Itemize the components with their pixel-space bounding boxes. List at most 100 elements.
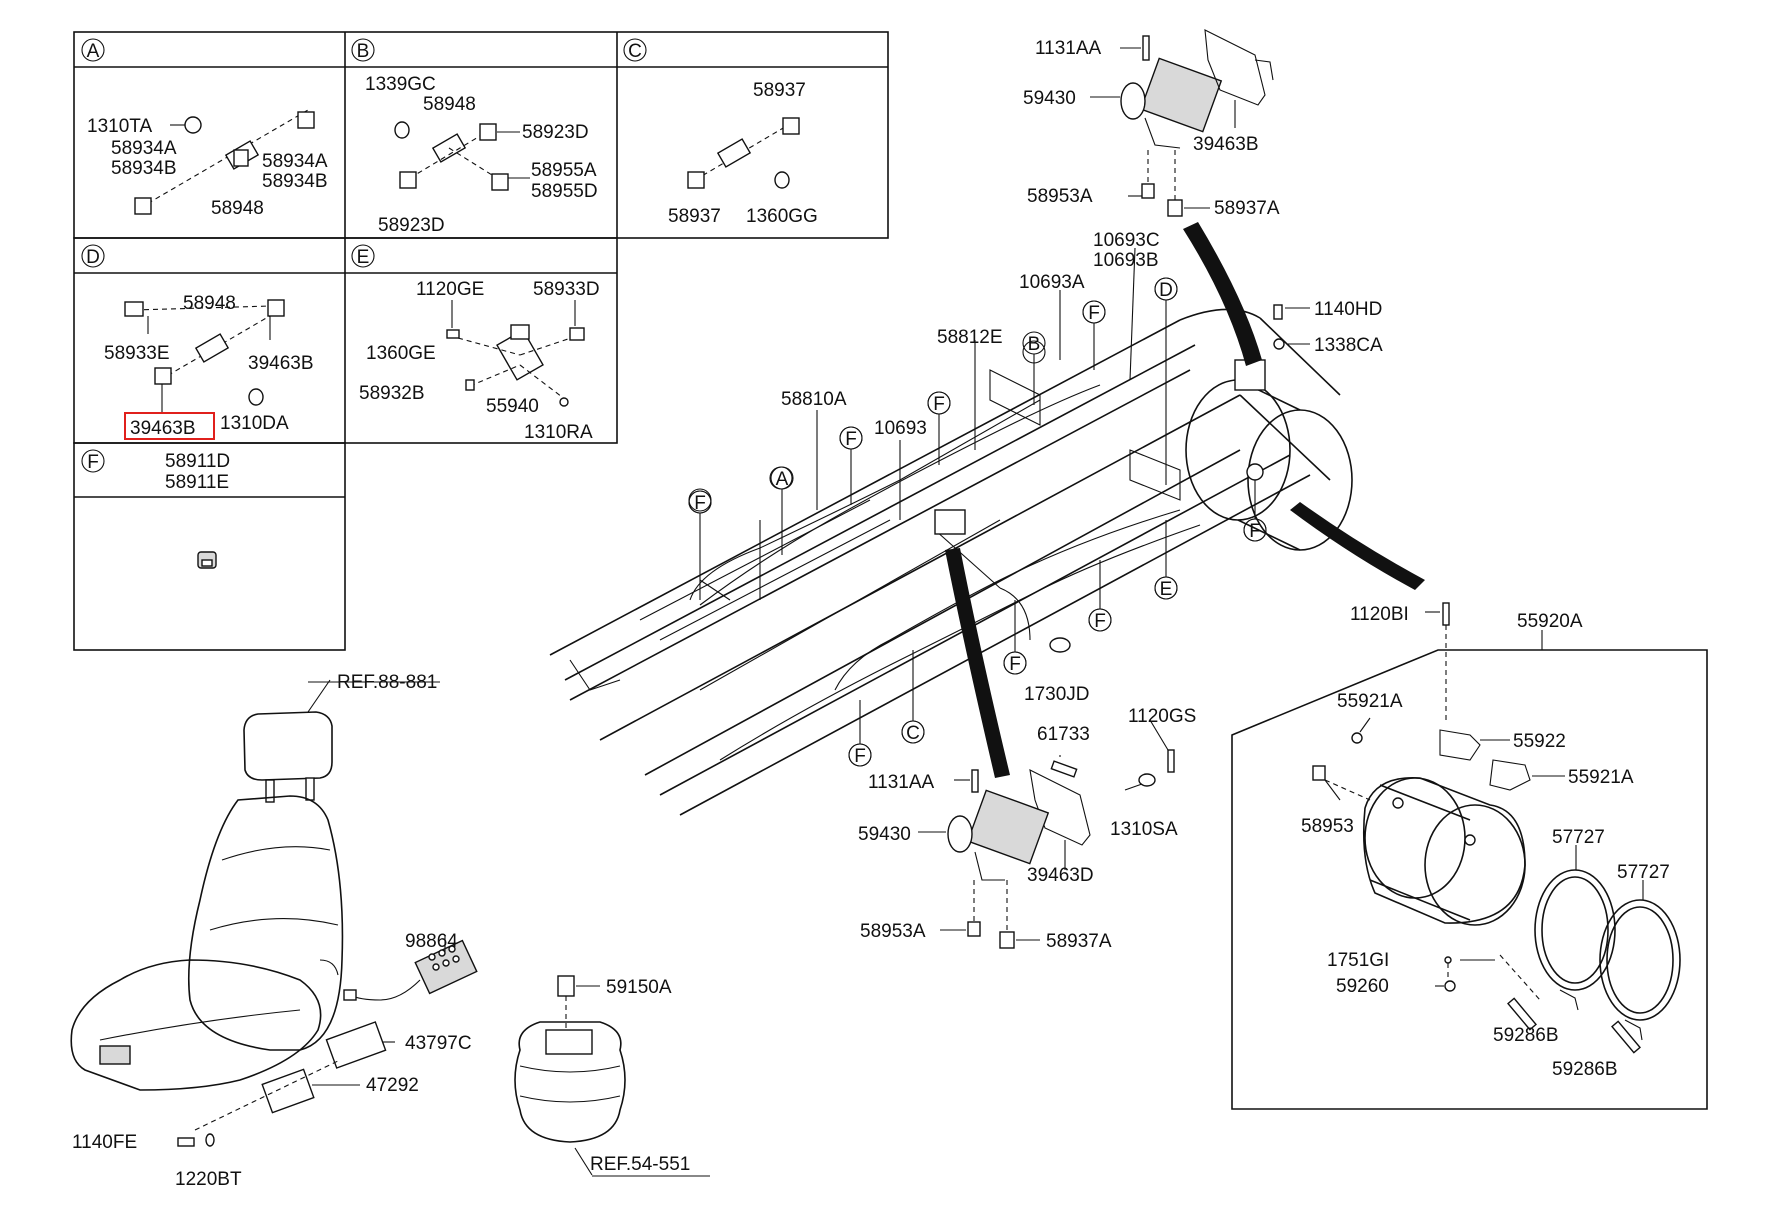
callout-c[interactable]: C [901, 720, 925, 744]
part-label[interactable]: 1310RA [524, 422, 593, 443]
svg-text:E: E [357, 247, 370, 268]
section-label-d[interactable]: D [81, 244, 105, 268]
part-label[interactable]: 1120BI [1350, 604, 1409, 625]
part-label[interactable]: 58923D [378, 215, 445, 236]
part-label[interactable]: 1131AA [868, 772, 935, 793]
part-label[interactable]: 55940 [486, 396, 539, 417]
callout-f[interactable]: F [848, 743, 872, 767]
part-label[interactable]: 58953 [1301, 816, 1354, 837]
bolt-icon [1273, 304, 1283, 320]
part-label[interactable]: 10693C [1093, 230, 1160, 251]
part-label[interactable]: 47292 [366, 1075, 419, 1096]
part-label[interactable]: 1310SA [1110, 819, 1178, 840]
callout-f[interactable]: F [839, 426, 863, 450]
part-label[interactable]: 98864 [405, 931, 458, 952]
chassis-frame-drawing [549, 308, 1353, 816]
part-label[interactable]: 58934B [111, 158, 177, 179]
part-label[interactable]: 58810A [781, 389, 847, 410]
part-label[interactable]: 55921A [1337, 691, 1403, 712]
part-label[interactable]: 58934A [111, 138, 177, 159]
callout-f[interactable]: F [1088, 608, 1112, 632]
part-label[interactable]: 1360GE [366, 343, 436, 364]
part-label[interactable]: 10693A [1019, 272, 1085, 293]
grommet-icon [197, 551, 217, 569]
part-label[interactable]: 57727 [1617, 862, 1670, 883]
part-label[interactable]: 59430 [1023, 88, 1076, 109]
part-label[interactable]: 1140HD [1314, 299, 1382, 320]
part-label[interactable]: 58932B [359, 383, 425, 404]
part-label[interactable]: 58812E [937, 327, 1003, 348]
part-label[interactable]: 55922 [1513, 731, 1566, 752]
part-label[interactable]: 58911D [165, 451, 230, 472]
part-label[interactable]: 58937A [1046, 931, 1112, 952]
part-label[interactable]: 1120GS [1128, 706, 1196, 727]
callout-f[interactable]: F [688, 490, 712, 514]
part-label[interactable]: 58948 [183, 293, 236, 314]
callout-e[interactable]: E [1154, 576, 1178, 600]
part-label[interactable]: 1338CA [1314, 335, 1383, 356]
part-label[interactable]: 59150A [606, 977, 672, 998]
part-label[interactable]: 59286B [1493, 1025, 1559, 1046]
callout-f[interactable]: F [927, 391, 951, 415]
part-label[interactable]: 59260 [1336, 976, 1389, 997]
part-label[interactable]: 55921A [1568, 767, 1634, 788]
svg-text:A: A [776, 469, 789, 490]
part-label[interactable]: 58937 [668, 206, 721, 227]
part-label[interactable]: 1140FE [72, 1132, 137, 1153]
part-label[interactable]: 39463B [1193, 134, 1259, 155]
part-label[interactable]: 57727 [1552, 827, 1605, 848]
part-label[interactable]: 43797C [405, 1033, 472, 1054]
part-label[interactable]: 58933E [104, 343, 170, 364]
svg-text:C: C [906, 723, 920, 744]
part-label[interactable]: 1131AA [1035, 38, 1102, 59]
part-label[interactable]: 58948 [211, 198, 264, 219]
part-label[interactable]: 58955D [531, 181, 598, 202]
ref-label[interactable]: REF.88-881 [337, 672, 437, 693]
part-label[interactable]: 58934B [262, 171, 328, 192]
part-label[interactable]: 39463B [248, 353, 314, 374]
section-label-f[interactable]: F [81, 449, 105, 473]
callout-f[interactable]: F [1082, 300, 1106, 324]
part-label[interactable]: 1310TA [87, 116, 152, 137]
part-label[interactable]: 1751GI [1327, 950, 1389, 971]
ref-label[interactable]: REF.54-551 [590, 1154, 690, 1175]
part-label[interactable]: 59286B [1552, 1059, 1618, 1080]
part-label[interactable]: 58933D [533, 279, 600, 300]
svg-text:F: F [87, 452, 99, 473]
section-label-e[interactable]: E [351, 244, 375, 268]
part-label[interactable]: 1339GC [365, 74, 436, 95]
callout-d[interactable]: D [1154, 277, 1178, 301]
part-label[interactable]: 59430 [858, 824, 911, 845]
section-label-b[interactable]: B [351, 38, 375, 62]
svg-text:D: D [86, 247, 100, 268]
part-label[interactable]: 1730JD [1024, 684, 1090, 705]
part-label[interactable]: 58937A [1214, 198, 1280, 219]
part-label[interactable]: 39463D [1027, 865, 1094, 886]
section-label-a[interactable]: A [81, 38, 105, 62]
air-spring-drawing [514, 975, 626, 1176]
section-d-drawing [124, 299, 285, 412]
part-label[interactable]: 58948 [423, 94, 476, 115]
part-label[interactable]: 58911E [165, 472, 229, 493]
part-label[interactable]: 10693 [874, 418, 927, 439]
part-label[interactable]: 1120GE [416, 279, 484, 300]
svg-text:C: C [628, 41, 642, 62]
part-label[interactable]: 58953A [1027, 186, 1093, 207]
part-label[interactable]: 1360GG [746, 206, 818, 227]
part-label[interactable]: 10693B [1093, 250, 1159, 271]
part-label[interactable]: 58937 [753, 80, 806, 101]
part-label[interactable]: 58934A [262, 151, 328, 172]
part-label[interactable]: 58923D [522, 122, 589, 143]
section-label-c[interactable]: C [623, 38, 647, 62]
callout-f[interactable]: F [1243, 518, 1267, 542]
part-label[interactable]: 55920A [1517, 611, 1583, 632]
callout-f[interactable]: F [1003, 651, 1027, 675]
part-label[interactable]: 1310DA [220, 413, 289, 434]
part-label-highlighted[interactable]: 39463B [130, 418, 196, 439]
part-label[interactable]: 58953A [860, 921, 926, 942]
part-label[interactable]: 58955A [531, 160, 597, 181]
part-label[interactable]: 1220BT [175, 1169, 242, 1190]
bottom-valve-drawing [918, 719, 1175, 949]
callout-a[interactable]: A [770, 466, 794, 490]
part-label[interactable]: 61733 [1037, 724, 1090, 745]
